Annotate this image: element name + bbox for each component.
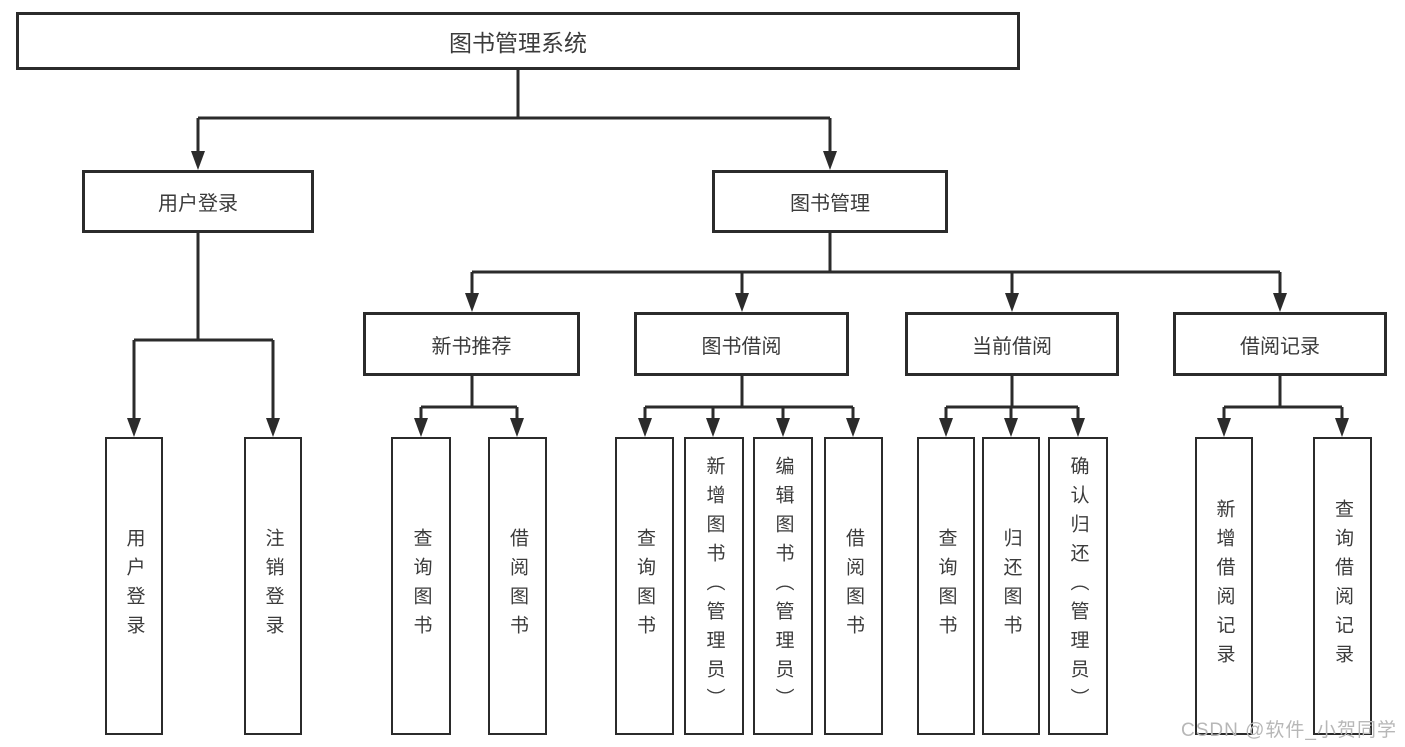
leaf-logout: 注销登录: [244, 437, 302, 735]
arrowhead-icon: [823, 151, 837, 170]
leaf-borrow-books: 借阅图书: [824, 437, 883, 735]
node-new-book-recommend: 新书推荐: [363, 312, 580, 376]
leaf-label: 注销登录: [262, 528, 284, 644]
arrowhead-icon: [510, 418, 524, 437]
arrowhead-icon: [1005, 293, 1019, 312]
leaf-label: 编辑图书（管理员）: [772, 455, 794, 717]
leaf-query-borrow-record: 查询借阅记录: [1313, 437, 1372, 735]
leaf-edit-books-admin: 编辑图书（管理员）: [753, 437, 813, 735]
arrowhead-icon: [638, 418, 652, 437]
node-label: 用户登录: [158, 193, 238, 215]
arrowhead-icon: [127, 418, 141, 437]
node-label: 借阅记录: [1240, 335, 1320, 358]
leaf-label: 借阅图书: [507, 528, 528, 644]
leaf-query-books-recommend: 查询图书: [391, 437, 451, 735]
csdn-watermark: CSDN @软件_小贺同学: [1181, 720, 1397, 741]
arrowhead-icon: [939, 418, 953, 437]
leaf-return-books: 归还图书: [982, 437, 1040, 735]
leaf-label: 查询借阅记录: [1332, 499, 1353, 673]
leaf-label: 归还图书: [1000, 528, 1022, 644]
arrowhead-icon: [735, 293, 749, 312]
connector-user-login-to-leaves: [127, 233, 280, 437]
node-library-management-system: 图书管理系统: [16, 12, 1020, 70]
connector-borrow-record-to-leaves: [1217, 376, 1349, 437]
leaf-add-borrow-record: 新增借阅记录: [1195, 437, 1253, 735]
node-label: 当前借阅: [972, 335, 1052, 358]
arrowhead-icon: [776, 418, 790, 437]
arrowhead-icon: [1273, 293, 1287, 312]
arrowhead-icon: [1071, 418, 1085, 437]
arrowhead-icon: [1217, 418, 1231, 437]
node-current-borrow: 当前借阅: [905, 312, 1119, 376]
node-borrow-record: 借阅记录: [1173, 312, 1387, 376]
leaf-label: 查询图书: [410, 528, 432, 644]
leaf-add-books-admin: 新增图书（管理员）: [684, 437, 744, 735]
leaf-query-books-borrow: 查询图书: [615, 437, 674, 735]
arrowhead-icon: [465, 293, 479, 312]
leaf-label: 借阅图书: [843, 528, 864, 644]
node-label: 图书管理系统: [449, 30, 587, 56]
connector-root-to-level1: [191, 70, 837, 170]
leaf-user-login: 用户登录: [105, 437, 163, 735]
leaf-label: 用户登录: [123, 528, 145, 644]
node-label: 新书推荐: [431, 335, 512, 358]
leaf-query-books-current: 查询图书: [917, 437, 975, 735]
connector-new-book-recommend-to-leaves: [414, 376, 524, 437]
leaf-label: 查询图书: [634, 528, 655, 644]
connector-book-management-to-level2: [465, 233, 1287, 312]
leaf-label: 新增图书（管理员）: [703, 455, 725, 717]
arrowhead-icon: [414, 418, 428, 437]
arrowhead-icon: [1004, 418, 1018, 437]
connector-current-borrow-to-leaves: [939, 376, 1085, 437]
arrowhead-icon: [1335, 418, 1349, 437]
connector-book-borrow-to-leaves: [638, 376, 860, 437]
node-book-management: 图书管理: [712, 170, 948, 233]
node-label: 图书借阅: [701, 335, 782, 358]
leaf-label: 新增借阅记录: [1213, 499, 1235, 673]
leaf-label: 查询图书: [935, 528, 957, 644]
node-user-login: 用户登录: [82, 170, 314, 233]
arrowhead-icon: [191, 151, 205, 170]
node-label: 图书管理: [790, 193, 870, 215]
leaf-borrow-books-recommend: 借阅图书: [488, 437, 547, 735]
leaf-confirm-return-admin: 确认归还（管理员）: [1048, 437, 1108, 735]
arrowhead-icon: [846, 418, 860, 437]
arrowhead-icon: [266, 418, 280, 437]
node-book-borrow: 图书借阅: [634, 312, 849, 376]
leaf-label: 确认归还（管理员）: [1067, 455, 1089, 717]
arrowhead-icon: [706, 418, 720, 437]
